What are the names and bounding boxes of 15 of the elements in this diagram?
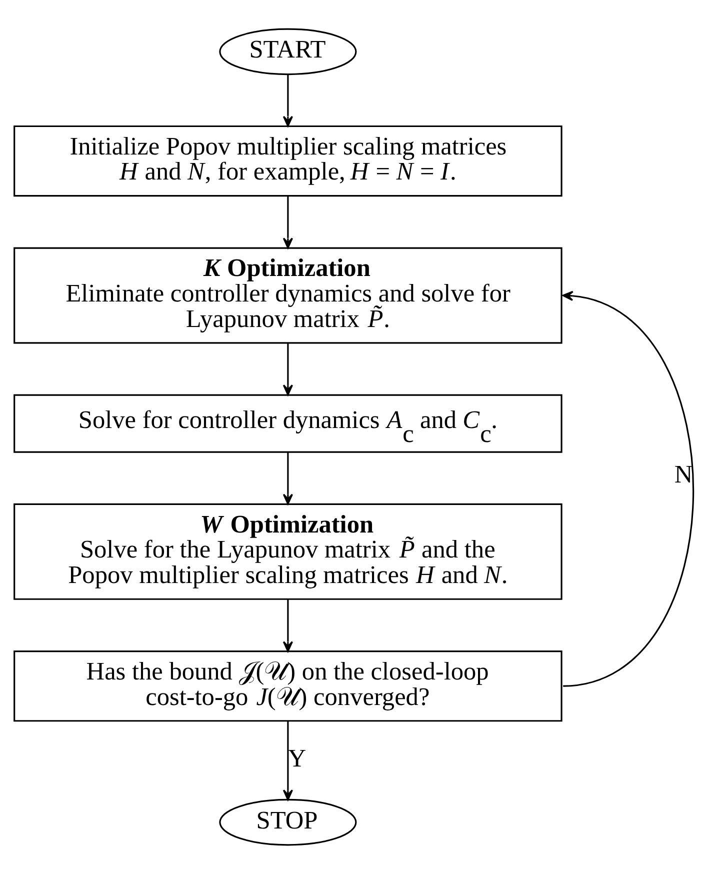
arrow bbox=[282, 720, 293, 800]
node-ellipse: START bbox=[219, 28, 357, 75]
arrow bbox=[562, 290, 694, 686]
node-box: K Optimization Eliminate controller dynamics and solve for Lyapunov matrix P̃. bbox=[14, 246, 562, 344]
arrow bbox=[282, 74, 293, 126]
arrow bbox=[282, 452, 293, 504]
arrow bbox=[282, 343, 293, 395]
node-ellipse: STOP bbox=[219, 798, 357, 846]
node-box: Initialize Popov multiplier scaling matrices H and N, for example, H = N = I. bbox=[14, 124, 562, 196]
edge-label: Y bbox=[288, 744, 306, 772]
node-box: Has the bound 𝒥(𝒰) on the closed-loop cost-to-go J(𝒰) converged? bbox=[14, 650, 562, 722]
arrow bbox=[282, 598, 293, 652]
arrow bbox=[282, 196, 293, 248]
edge-label: N bbox=[674, 460, 693, 488]
node-box: W Optimization Solve for the Lyapunov matrix P̃ and the Popov multiplier scaling matrices H and N. bbox=[14, 502, 562, 600]
